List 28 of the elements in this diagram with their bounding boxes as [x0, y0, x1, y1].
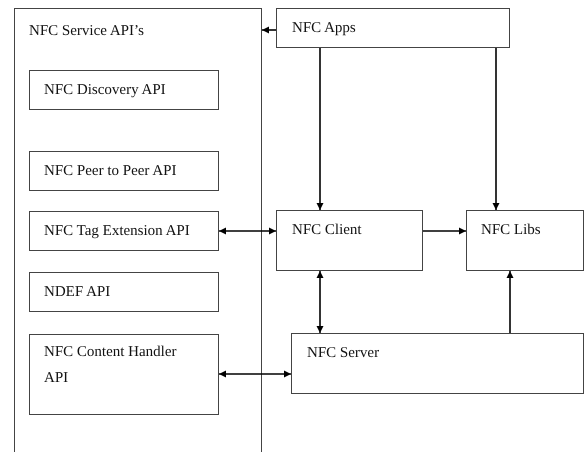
box-label: NFC Apps — [292, 19, 356, 38]
box-label: NFC Peer to Peer API — [44, 162, 176, 181]
box-label: NFC Server — [307, 344, 380, 363]
arrow — [219, 228, 276, 234]
component-box — [291, 333, 584, 394]
box-label: NFC Client — [292, 221, 362, 240]
box-label: NDEF API — [44, 283, 110, 302]
arrow — [219, 370, 291, 378]
api-box — [29, 272, 219, 312]
box-label: NFC Content Handler API — [44, 343, 178, 388]
arrow — [316, 48, 324, 210]
component-box — [466, 210, 584, 271]
api-box — [29, 211, 219, 251]
arrow — [492, 48, 500, 210]
component-box — [276, 8, 510, 48]
box-label: NFC Discovery API — [44, 81, 166, 100]
panel-frame — [14, 8, 262, 452]
api-box — [29, 151, 219, 191]
arrow — [423, 228, 466, 234]
box-label: NFC Tag Extension API — [44, 222, 190, 241]
arrow — [316, 271, 324, 333]
box-label: NFC Libs — [481, 221, 541, 240]
arrow — [262, 26, 276, 34]
arrow — [506, 271, 514, 333]
api-box — [29, 334, 219, 415]
panel-heading: NFC Service API’s — [29, 22, 144, 41]
component-box — [276, 210, 423, 271]
api-box — [29, 70, 219, 110]
